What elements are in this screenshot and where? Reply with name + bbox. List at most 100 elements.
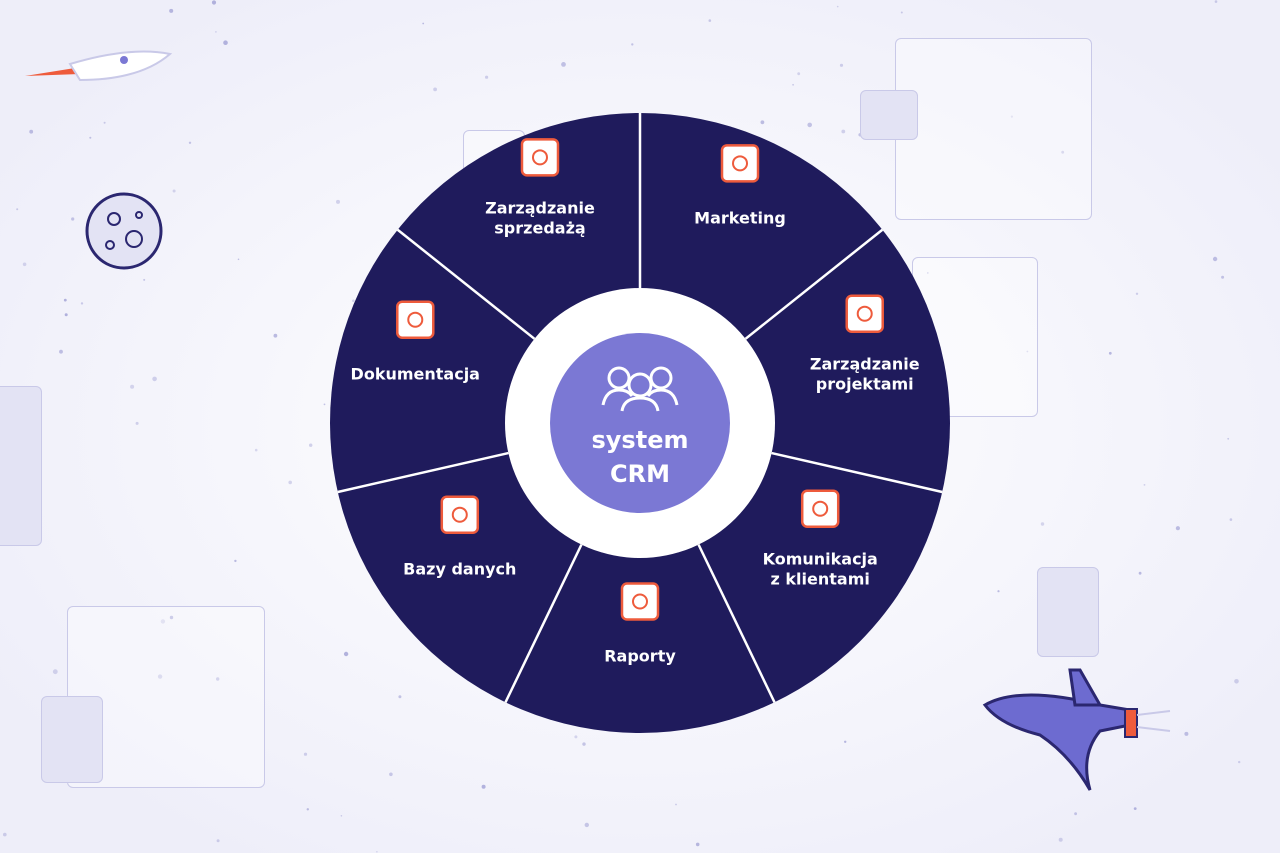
star xyxy=(288,480,293,485)
star xyxy=(223,40,228,45)
star xyxy=(188,141,192,144)
chat-bubbles-icon xyxy=(800,489,840,528)
segment-raporty: Raporty xyxy=(604,582,676,666)
piggy-bank-icon xyxy=(520,138,560,177)
star xyxy=(900,11,903,14)
center-circle xyxy=(550,333,730,513)
star xyxy=(323,403,326,406)
checklist-document-icon xyxy=(620,582,660,621)
star xyxy=(216,839,220,843)
segment-divider xyxy=(697,544,776,703)
rocket-icon xyxy=(25,50,173,82)
documents-icon xyxy=(396,300,435,339)
star xyxy=(1010,115,1014,118)
star xyxy=(29,129,34,134)
star xyxy=(836,5,839,8)
decor-frame xyxy=(860,90,918,140)
star xyxy=(839,63,844,67)
star xyxy=(306,808,309,811)
star xyxy=(254,448,258,452)
star xyxy=(1221,275,1225,279)
star xyxy=(215,31,217,33)
star xyxy=(844,740,847,743)
star xyxy=(169,615,174,620)
star xyxy=(89,136,92,139)
star xyxy=(160,619,166,624)
star xyxy=(1229,518,1233,521)
star xyxy=(997,590,1000,593)
star xyxy=(1135,292,1139,295)
star xyxy=(1214,0,1218,3)
star xyxy=(422,22,425,25)
star xyxy=(216,677,220,681)
star xyxy=(582,742,586,746)
star xyxy=(169,8,174,13)
star xyxy=(1234,679,1239,684)
star xyxy=(59,349,63,354)
star xyxy=(792,83,794,86)
star xyxy=(1058,837,1063,842)
star xyxy=(52,669,58,675)
segment-label: sprzedażą xyxy=(494,218,585,237)
star xyxy=(64,313,68,317)
segment-label: Dokumentacja xyxy=(351,365,480,384)
star xyxy=(234,559,237,563)
star xyxy=(695,842,700,847)
moon-icon xyxy=(85,192,163,270)
star xyxy=(3,832,7,837)
star xyxy=(273,333,278,338)
segment-divider xyxy=(744,228,884,340)
network-mesh-icon xyxy=(440,495,480,534)
segment-label: Komunikacja xyxy=(763,550,878,569)
star xyxy=(352,299,355,303)
star xyxy=(1212,256,1218,262)
star xyxy=(675,803,677,806)
star xyxy=(63,298,67,302)
star xyxy=(841,129,846,134)
star xyxy=(631,43,634,46)
star xyxy=(80,302,84,305)
segment-label: z klientami xyxy=(771,570,870,589)
decor-frame xyxy=(41,696,103,783)
center-node: system CRM xyxy=(550,333,730,513)
segment-divider xyxy=(504,544,583,703)
segment-label: Bazy danych xyxy=(403,560,516,579)
segment-divider xyxy=(337,451,509,494)
star xyxy=(71,217,75,221)
star xyxy=(376,851,378,853)
segment-label: Raporty xyxy=(604,647,676,666)
star xyxy=(343,651,349,657)
star xyxy=(1026,350,1029,353)
star xyxy=(157,674,163,679)
segment-bazy-danych: Bazy danych xyxy=(403,495,516,579)
star xyxy=(481,784,486,789)
decor-frame xyxy=(1037,567,1099,657)
star xyxy=(927,272,929,274)
star xyxy=(172,189,176,193)
star xyxy=(574,735,578,739)
star xyxy=(1133,807,1137,810)
segment-marketing: Marketing xyxy=(694,144,786,227)
star xyxy=(561,62,566,67)
star xyxy=(143,278,146,281)
star xyxy=(16,208,19,211)
segment-label: Marketing xyxy=(694,208,786,227)
star xyxy=(1108,351,1112,355)
segment-label: Zarządzanie xyxy=(485,198,595,217)
star xyxy=(797,72,801,76)
chat-check-icon xyxy=(720,144,760,183)
space-shuttle-icon xyxy=(982,668,1171,791)
star xyxy=(211,0,217,5)
star xyxy=(1227,437,1230,440)
people-group-icon xyxy=(601,366,679,412)
star xyxy=(1238,760,1241,764)
star xyxy=(135,421,139,425)
star xyxy=(760,120,765,125)
star xyxy=(22,262,27,267)
star xyxy=(152,376,157,382)
star xyxy=(309,443,313,447)
center-title-line2: CRM xyxy=(610,460,670,488)
